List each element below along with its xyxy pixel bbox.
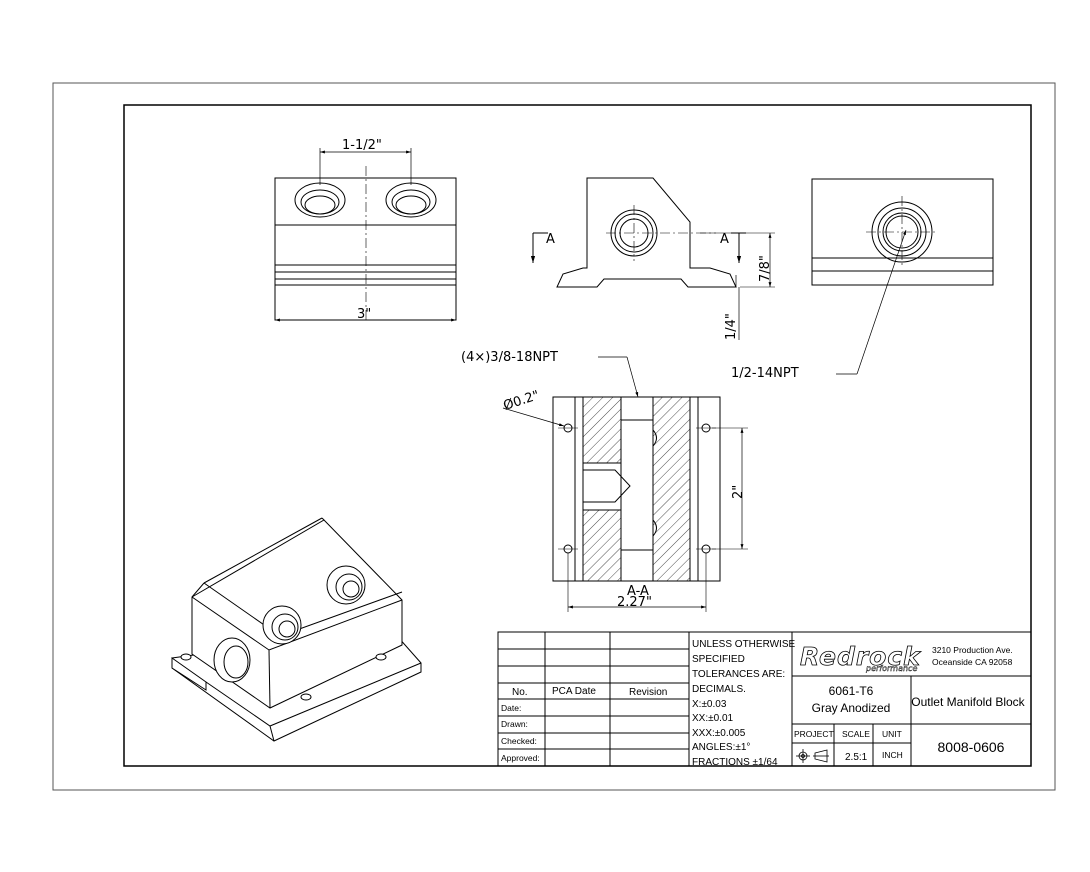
top-view bbox=[274, 148, 457, 322]
isometric-view bbox=[171, 517, 422, 742]
scale-label: SCALE bbox=[842, 729, 870, 739]
rev-header-no: No. bbox=[512, 687, 528, 698]
side-thread-callout: 1/2-14NPT bbox=[731, 366, 799, 381]
section-thread-callout: (4×)3/8-18NPT bbox=[461, 350, 558, 365]
tolerance-line: SPECIFIED bbox=[692, 654, 745, 665]
signoff-checked-label: Checked: bbox=[501, 736, 537, 746]
unit-label: UNIT bbox=[882, 729, 902, 739]
logo-subtext: performance bbox=[865, 664, 917, 673]
part-name: Outlet Manifold Block bbox=[911, 695, 1025, 709]
company-logo: Redrock performance bbox=[800, 642, 921, 674]
section-view bbox=[502, 356, 748, 612]
top-spacing-dim: 1-1/2" bbox=[342, 138, 382, 153]
signoff-drawn-label: Drawn: bbox=[501, 719, 528, 729]
address-line-1: 3210 Production Ave. bbox=[932, 645, 1013, 655]
material-finish: Gray Anodized bbox=[812, 701, 891, 715]
project-label: PROJECT bbox=[794, 729, 834, 739]
tolerance-line: UNLESS OTHERWISE bbox=[692, 639, 795, 650]
section-mark-left: A bbox=[546, 232, 555, 247]
address-line-2: Oceanside CA 92058 bbox=[932, 657, 1013, 667]
front-height-dim: 7/8" bbox=[758, 255, 773, 282]
logo-text: Redrock bbox=[800, 642, 921, 671]
tolerance-line: FRACTIONS ±1/64 bbox=[692, 757, 778, 768]
unit-value: INCH bbox=[882, 750, 903, 760]
front-base-dim: 1/4" bbox=[724, 313, 739, 340]
section-width-dim: 2.27" bbox=[617, 595, 652, 610]
tolerance-notes: UNLESS OTHERWISE SPECIFIED TOLERANCES AR… bbox=[692, 639, 795, 768]
tolerance-line: ANGLES:±1° bbox=[692, 742, 750, 753]
scale-value: 2.5:1 bbox=[845, 752, 868, 763]
title-block bbox=[497, 631, 1032, 767]
projection-symbol-icon bbox=[796, 749, 829, 763]
signoff-approved-label: Approved: bbox=[501, 753, 540, 763]
tolerance-line: XX:±0.01 bbox=[692, 713, 734, 724]
rev-header-revision: Revision bbox=[629, 687, 667, 698]
material-alloy: 6061-T6 bbox=[829, 684, 874, 698]
section-label: A-A bbox=[627, 584, 649, 599]
section-hole-dim: Ø0.2" bbox=[502, 388, 542, 414]
tolerance-line: TOLERANCES ARE: bbox=[692, 669, 785, 680]
outer-border bbox=[52, 82, 1056, 791]
front-view bbox=[530, 177, 775, 340]
signoff-date-label: Date: bbox=[501, 703, 521, 713]
top-width-dim: 3" bbox=[357, 307, 371, 322]
part-number: 8008-0606 bbox=[938, 739, 1005, 755]
rev-header-pca-date: PCA Date bbox=[552, 686, 596, 697]
tolerance-line: X:±0.03 bbox=[692, 699, 727, 710]
tolerance-line: XXX:±0.005 bbox=[692, 728, 746, 739]
section-spacing-dim: 2" bbox=[731, 485, 746, 499]
side-view bbox=[811, 178, 994, 375]
section-mark-right: A bbox=[720, 232, 729, 247]
tolerance-line: DECIMALS. bbox=[692, 684, 746, 695]
